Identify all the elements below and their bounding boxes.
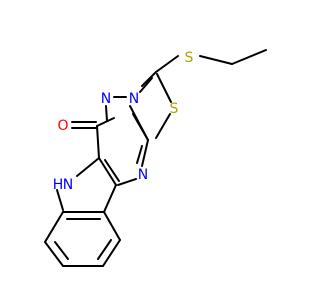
bond-c3a-c — [103, 184, 117, 213]
bond-benz-2 — [44, 241, 64, 267]
atom-n-azo-right: N — [129, 91, 139, 107]
bond-n-c-carbonyl — [96, 117, 115, 127]
bond-c-nh — [76, 157, 100, 177]
bond-n-pyr-c — [117, 178, 137, 186]
molecule-drawing: S N N S O N H N — [44, 49, 267, 267]
atom-n-azo-left: N — [101, 91, 111, 107]
bond-c8a-n-pyr-a — [141, 139, 149, 167]
bonds — [44, 49, 267, 267]
bond-benz-4b — [97, 239, 112, 260]
bond-ethyl-ch2 — [199, 55, 233, 65]
bond-s-ring-c8a — [155, 113, 171, 139]
bond-c2-s-ring — [156, 73, 172, 103]
bond-c2-n-right-a — [141, 71, 157, 87]
atom-o-carbonyl: O — [57, 118, 68, 134]
bond-benz-4 — [102, 239, 121, 267]
bond-benz-5 — [103, 211, 121, 241]
atom-labels: S N N S O N H N — [53, 50, 194, 193]
atom-n-pyrimidine: N — [138, 167, 148, 183]
bond-c8a-n-left — [132, 113, 149, 141]
bond-ethyl-ch3 — [231, 49, 267, 65]
atom-n-indole: N — [63, 177, 73, 193]
bond-nh-c7a — [56, 189, 64, 211]
bond-c8a-n-pyr-b — [136, 145, 143, 164]
bond-c-c-fused-a — [98, 157, 117, 186]
atom-s-thioether: S — [185, 50, 194, 66]
bond-n-left-c — [105, 105, 108, 122]
structure-diagram: S N N S O N H N — [44, 49, 267, 267]
atom-s-ring: S — [170, 101, 179, 117]
bond-s-c2 — [155, 55, 179, 73]
bond-c2-n-right-b — [139, 77, 153, 93]
bond-c-carbonyl-c — [96, 125, 100, 159]
bond-benz-2b — [54, 241, 69, 260]
atom-h-indole: H — [53, 177, 64, 193]
bond-benz-1 — [44, 211, 64, 243]
bond-c-c-fused-b — [104, 159, 120, 182]
